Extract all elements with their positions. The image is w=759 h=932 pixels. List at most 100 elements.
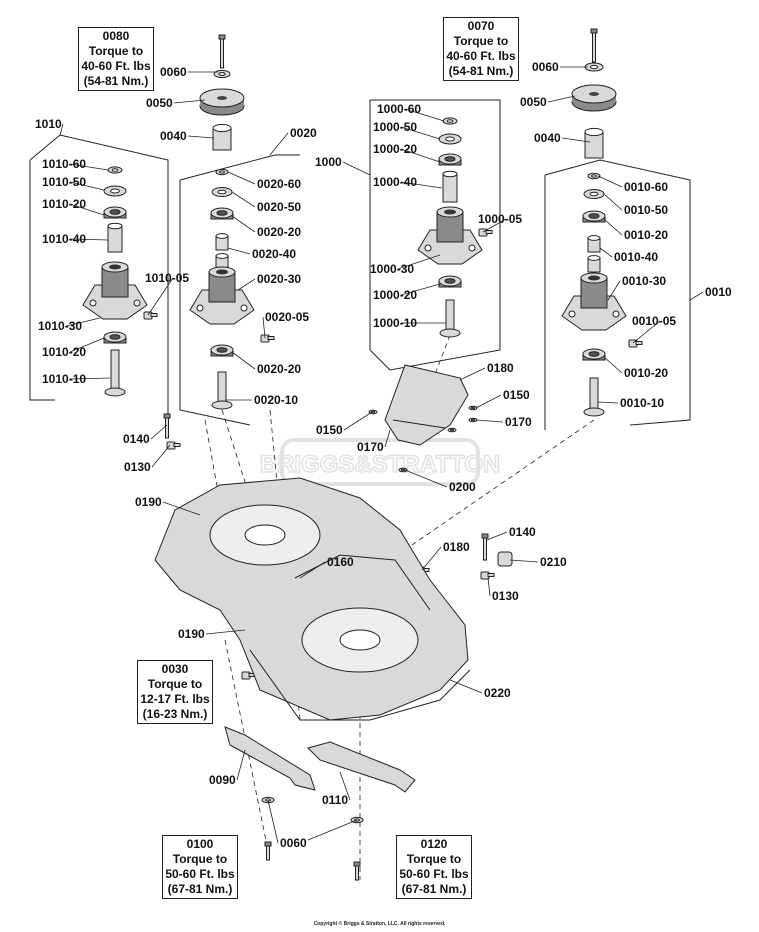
callout-0190: 0190 xyxy=(178,627,205,641)
torque-metric: (67-81 Nm.) xyxy=(167,882,233,896)
pulley xyxy=(199,88,245,116)
part-number: 0070 xyxy=(467,19,495,33)
leader-line xyxy=(269,132,289,156)
bearing-bore xyxy=(109,334,121,340)
leader-line xyxy=(150,424,168,440)
bearing xyxy=(582,210,606,223)
leader-line xyxy=(227,247,251,255)
shaft-body xyxy=(589,377,599,413)
callout-1000-20: 1000-20 xyxy=(373,142,417,156)
leader-line xyxy=(487,577,491,597)
callout-1010: 1010 xyxy=(35,117,62,131)
torque-metric: (67-81 Nm.) xyxy=(401,882,467,896)
washer-hole xyxy=(449,428,455,432)
callout-0010: 0010 xyxy=(705,285,732,299)
group-bracket xyxy=(29,160,55,401)
leader-line xyxy=(69,181,105,191)
leader-line xyxy=(343,411,373,431)
mount-hole xyxy=(468,244,476,252)
callout-0190: 0190 xyxy=(135,495,162,509)
bolt-shank xyxy=(635,341,643,345)
washer-hole xyxy=(589,191,599,197)
leader-line xyxy=(231,191,256,208)
bearing xyxy=(210,207,234,220)
washer-hole xyxy=(400,468,406,472)
callout-0220: 0220 xyxy=(484,686,511,700)
leader-line xyxy=(400,126,441,140)
leader-line xyxy=(509,559,539,563)
bolt-head xyxy=(163,413,171,419)
bolt-shank xyxy=(173,443,181,447)
bolt xyxy=(264,841,272,861)
callout-1010-30: 1010-30 xyxy=(38,319,82,333)
shaft-flange xyxy=(583,407,605,417)
leader-line xyxy=(400,148,441,163)
leader-line xyxy=(236,749,246,781)
washer xyxy=(583,189,605,199)
washer xyxy=(213,69,231,79)
callout-1010-50: 1010-50 xyxy=(42,175,86,189)
housing-flange xyxy=(561,295,627,331)
spacer-sleeve xyxy=(442,170,458,203)
sleeve-body xyxy=(107,225,123,253)
washer xyxy=(215,168,229,176)
shaft-body xyxy=(445,299,455,334)
leader-line xyxy=(597,175,623,188)
bearing xyxy=(103,206,127,219)
washer xyxy=(107,166,123,174)
leader-line xyxy=(603,193,623,211)
part-number: 0080 xyxy=(102,29,130,43)
part-number: 0100 xyxy=(186,837,214,851)
bearing-bore xyxy=(216,210,228,216)
leader-line xyxy=(65,317,101,327)
callout-0200: 0200 xyxy=(449,480,476,494)
leader-line xyxy=(607,280,621,301)
callout-0010-20: 0010-20 xyxy=(624,228,668,242)
callout-1000-30: 1000-30 xyxy=(370,262,414,276)
deck-spindle-hole-right xyxy=(339,629,381,651)
leader-line xyxy=(603,218,623,236)
leader-line xyxy=(689,291,704,301)
torque-text: Torque to xyxy=(88,44,144,58)
small-bolt xyxy=(478,228,493,237)
callout-1000-20: 1000-20 xyxy=(373,288,417,302)
bolt-head xyxy=(218,34,226,40)
small-bolt xyxy=(143,311,158,320)
washer xyxy=(468,417,478,423)
belt-guard xyxy=(384,364,469,446)
callout-1010-60: 1010-60 xyxy=(42,157,86,171)
washer-hole xyxy=(218,72,226,76)
bearing-bore xyxy=(216,347,228,353)
sleeve-top xyxy=(107,222,123,230)
callout-0170: 0170 xyxy=(505,415,532,429)
leader-line xyxy=(69,203,105,216)
leader-line xyxy=(59,123,64,136)
bolt-shank xyxy=(355,864,359,881)
small-bolt xyxy=(480,571,495,580)
spindle-housing xyxy=(82,261,148,320)
torque-text: Torque to xyxy=(453,34,509,48)
washer-hole xyxy=(446,119,454,123)
sleeve-top xyxy=(215,253,229,259)
callout-0010-30: 0010-30 xyxy=(622,274,666,288)
leader-line xyxy=(632,320,661,344)
leader-line xyxy=(339,771,351,801)
sleeve-top xyxy=(584,127,604,137)
callout-1000-60: 1000-60 xyxy=(377,102,421,116)
washer xyxy=(442,117,458,125)
housing-bore xyxy=(109,264,121,270)
small-bolt xyxy=(241,671,256,680)
callout-0010-50: 0010-50 xyxy=(624,203,668,217)
callout-0020-20: 0020-20 xyxy=(257,362,301,376)
callout-0020: 0020 xyxy=(290,126,317,140)
spacer-sleeve xyxy=(215,233,229,251)
callout-1010-10: 1010-10 xyxy=(42,372,86,386)
pulley-bore xyxy=(589,92,599,96)
washer-hole xyxy=(445,136,455,142)
leader-line xyxy=(342,161,371,176)
callout-0020-50: 0020-50 xyxy=(257,200,301,214)
bolt xyxy=(218,34,226,69)
torque-box-0080: 0080 Torque to 40-60 Ft. lbs (54-81 Nm.) xyxy=(78,27,154,91)
bolt xyxy=(590,28,598,63)
